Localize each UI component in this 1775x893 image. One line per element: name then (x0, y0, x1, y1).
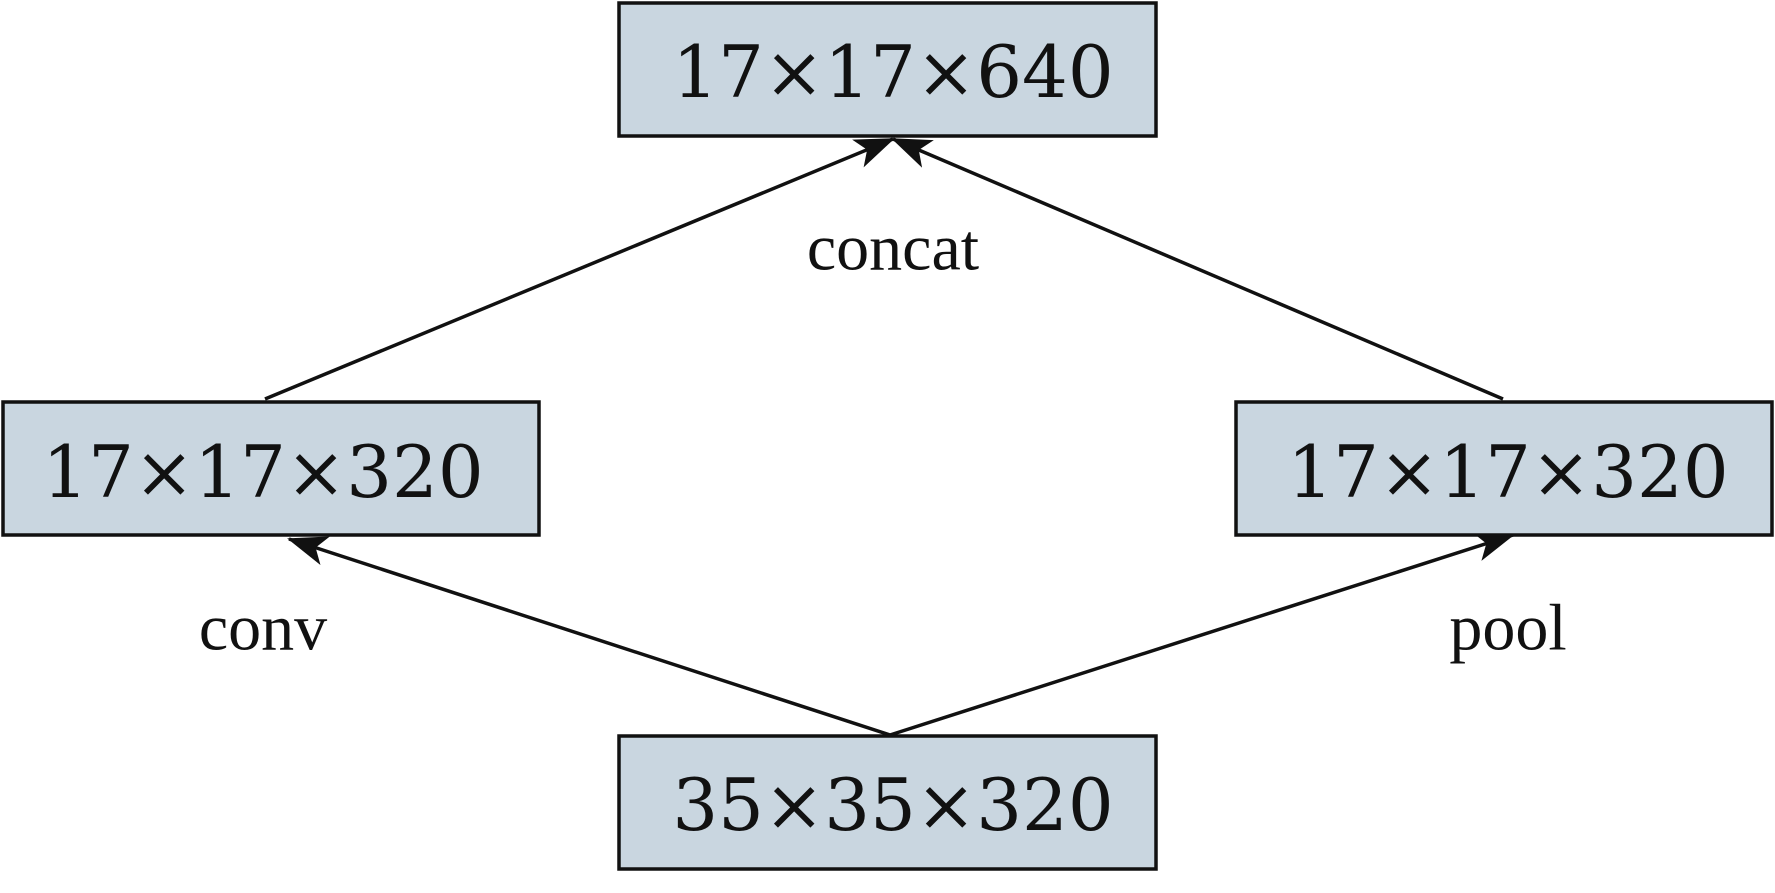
edge-label-pool: pool (1449, 592, 1566, 665)
node-bottom-box (617, 734, 1158, 871)
edges (264, 137, 1515, 737)
node-top-box (617, 1, 1158, 138)
node-top-label: 17×17×640 (672, 30, 1113, 114)
node-left-box (1, 400, 541, 537)
edge-bottom-to-left (287, 536, 891, 737)
node-right-label: 17×17×320 (1287, 430, 1728, 514)
node-right: 17×17×320 (1234, 400, 1774, 537)
edge-label-concat: concat (807, 212, 979, 285)
node-right-box (1234, 400, 1774, 537)
node-bottom-label: 35×35×320 (672, 763, 1113, 847)
node-top: 17×17×640 (617, 1, 1158, 138)
edge-label-conv: conv (199, 592, 327, 665)
edge-bottom-to-right (889, 532, 1515, 737)
edge-left-to-top (264, 137, 895, 401)
node-left-label: 17×17×320 (42, 430, 483, 514)
edge-right-to-top (891, 137, 1504, 401)
node-left: 17×17×320 (1, 400, 541, 537)
node-bottom: 35×35×320 (617, 734, 1158, 871)
